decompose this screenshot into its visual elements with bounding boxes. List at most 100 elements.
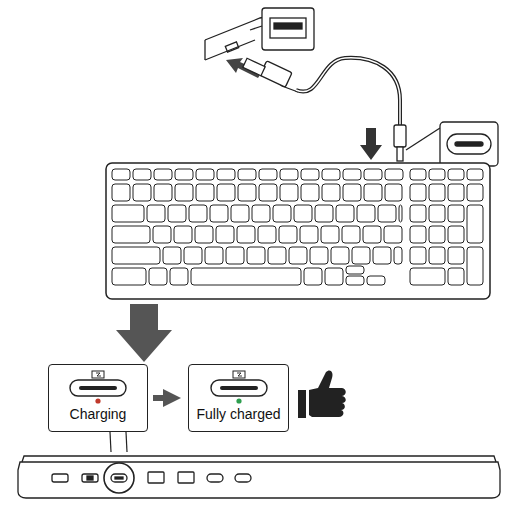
key — [301, 169, 319, 180]
key — [238, 169, 256, 180]
key — [217, 169, 235, 180]
key — [364, 169, 382, 180]
key — [331, 247, 349, 264]
key — [410, 247, 426, 264]
key — [429, 226, 445, 243]
key — [216, 226, 234, 243]
key — [238, 184, 256, 201]
status-callout-box: Fully charged — [188, 364, 289, 432]
key — [301, 184, 319, 201]
key — [410, 205, 426, 222]
key — [448, 184, 464, 201]
key — [394, 247, 402, 264]
key — [300, 226, 318, 243]
usb-c-zoom — [406, 122, 498, 166]
key — [367, 276, 385, 285]
key — [205, 247, 223, 264]
key — [210, 205, 228, 222]
key — [385, 184, 402, 201]
key — [448, 247, 464, 264]
key — [315, 205, 333, 222]
key — [175, 169, 193, 180]
usb-cable — [243, 58, 406, 161]
key — [163, 247, 181, 264]
key — [304, 268, 322, 285]
key — [259, 169, 277, 180]
key — [352, 247, 370, 264]
key — [154, 184, 172, 201]
status-callout-box: Charging — [48, 364, 148, 432]
key — [429, 247, 445, 264]
flow-arrow — [153, 395, 175, 401]
key — [467, 169, 483, 180]
status-label: Fully charged — [189, 404, 288, 426]
key — [343, 184, 361, 201]
key — [373, 247, 391, 264]
key — [258, 226, 276, 243]
key — [410, 226, 426, 243]
key — [153, 226, 171, 243]
key — [273, 205, 291, 222]
key — [112, 268, 146, 285]
key — [189, 205, 207, 222]
key — [346, 276, 364, 285]
status-label: Charging — [49, 404, 147, 426]
key — [280, 169, 298, 180]
key — [384, 226, 402, 243]
key — [149, 268, 167, 285]
key — [217, 184, 235, 201]
key — [467, 205, 483, 243]
key — [322, 169, 340, 180]
key — [322, 184, 340, 201]
key — [448, 169, 464, 180]
key — [196, 184, 214, 201]
key — [184, 247, 202, 264]
keyboard-body — [106, 163, 490, 299]
key — [363, 226, 381, 243]
key — [448, 268, 464, 285]
key — [325, 268, 343, 285]
key — [429, 184, 445, 201]
key — [357, 205, 375, 222]
usb-c-port-icon — [207, 370, 271, 404]
key — [385, 169, 403, 180]
key — [226, 247, 244, 264]
key — [112, 247, 160, 264]
key — [410, 169, 426, 180]
key — [112, 169, 130, 180]
key — [170, 268, 188, 285]
key — [346, 266, 364, 274]
key — [168, 205, 186, 222]
key — [133, 169, 151, 180]
key — [378, 205, 396, 222]
key — [112, 205, 144, 222]
key — [279, 226, 297, 243]
leader-lines — [110, 432, 127, 452]
key — [147, 205, 165, 222]
key — [294, 205, 312, 222]
key — [252, 205, 270, 222]
key — [310, 247, 328, 264]
usb-c-port-icon — [66, 370, 130, 404]
keyboard-keys — [112, 169, 483, 285]
computer-side — [205, 8, 314, 60]
key — [429, 169, 445, 180]
key — [175, 184, 193, 201]
key — [196, 169, 214, 180]
key — [247, 247, 265, 264]
key — [467, 184, 483, 201]
key — [289, 247, 307, 264]
key — [280, 184, 298, 201]
key — [112, 226, 150, 243]
key — [399, 205, 402, 222]
key — [410, 268, 445, 285]
key — [429, 205, 445, 222]
key — [237, 226, 255, 243]
big-down-arrow — [116, 304, 172, 362]
key — [336, 205, 354, 222]
key — [410, 184, 426, 201]
key — [268, 247, 286, 264]
key — [191, 268, 301, 285]
key — [467, 247, 483, 285]
thumbs-up — [298, 370, 346, 418]
